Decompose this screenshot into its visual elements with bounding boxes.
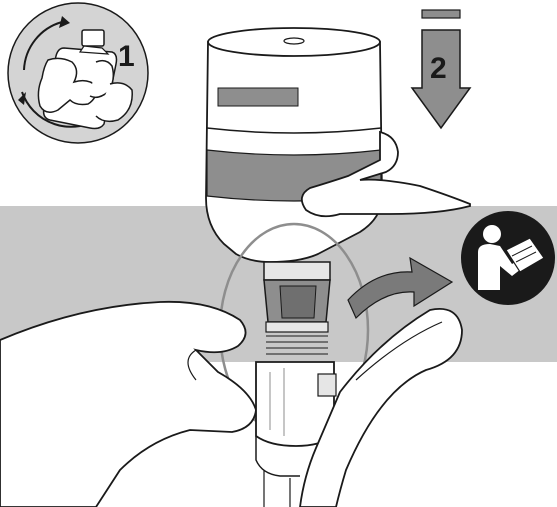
read-manual-icon xyxy=(461,211,555,305)
bottle-cap xyxy=(264,262,330,354)
step1-shake-circle xyxy=(8,3,148,143)
device xyxy=(256,309,462,507)
device-hand xyxy=(0,302,256,507)
bottle-label-stripe xyxy=(218,88,298,106)
inverted-bottle xyxy=(206,28,382,262)
step1-label: 1 xyxy=(118,40,135,73)
step2-label: 2 xyxy=(430,52,447,85)
